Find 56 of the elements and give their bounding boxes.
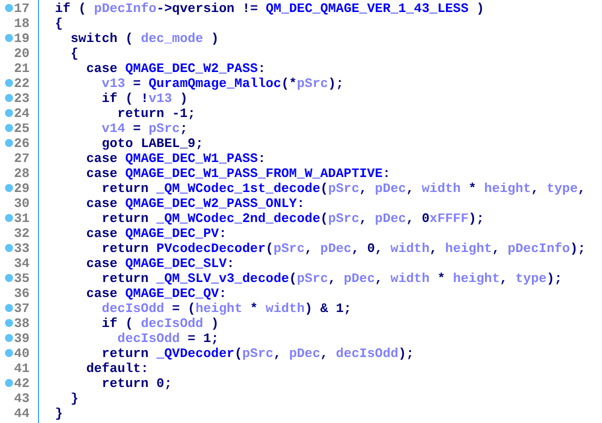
code-line: case QMAGE_DEC_W1_PASS_FROM_W_ADAPTIVE: bbox=[86, 166, 390, 181]
line-number: 40 bbox=[14, 346, 30, 361]
line-number: 42 bbox=[14, 376, 30, 391]
code-line: if ( pDecInfo->qversion != QM_DEC_QMAGE_VER_1_43_LESS ) bbox=[55, 1, 484, 16]
line-number: 19 bbox=[14, 31, 30, 46]
line-number: 31 bbox=[14, 211, 30, 226]
line-number: 30 bbox=[14, 196, 30, 211]
line-number: 25 bbox=[14, 121, 30, 136]
code-line: case QMAGE_DEC_QV: bbox=[86, 286, 227, 301]
code-line: decIsOdd = (height * width) & 1; bbox=[102, 301, 352, 316]
line-number: 20 bbox=[14, 46, 30, 61]
code-line: } bbox=[70, 391, 78, 406]
code-line: return _QM_WCodec_2nd_decode(pSrc, pDec, 0xFFFF); bbox=[102, 211, 484, 226]
line-number: 28 bbox=[14, 166, 30, 181]
line-number: 43 bbox=[14, 391, 30, 406]
line-number: 23 bbox=[14, 91, 30, 106]
line-number: 35 bbox=[14, 271, 30, 286]
line-number: 18 bbox=[14, 16, 30, 31]
line-number: 39 bbox=[14, 331, 30, 346]
code-line: v13 = QuramQmage_Malloc(*pSrc); bbox=[102, 76, 344, 91]
code-line: } bbox=[55, 406, 63, 421]
code-line: default: bbox=[86, 361, 149, 376]
code-line: case QMAGE_DEC_PV: bbox=[86, 226, 227, 241]
code-line: case QMAGE_DEC_W2_PASS_ONLY: bbox=[86, 196, 305, 211]
code-line: case QMAGE_DEC_W2_PASS: bbox=[86, 61, 266, 76]
line-number: 44 bbox=[14, 406, 30, 421]
line-number: 33 bbox=[14, 241, 30, 256]
code-line: return PVcodecDecoder(pSrc, pDec, 0, width, height, pDecInfo); bbox=[102, 241, 586, 256]
line-number: 27 bbox=[14, 151, 30, 166]
code-line: case QMAGE_DEC_W1_PASS: bbox=[86, 151, 266, 166]
line-number: 22 bbox=[14, 76, 30, 91]
line-number: 29 bbox=[14, 181, 30, 196]
line-number: 38 bbox=[14, 316, 30, 331]
code-line: if ( !v13 ) bbox=[102, 91, 188, 106]
line-number: 32 bbox=[14, 226, 30, 241]
line-number: 36 bbox=[14, 286, 30, 301]
code-line: goto LABEL_9; bbox=[102, 136, 204, 151]
code-line: return -1; bbox=[117, 106, 196, 121]
code-line: { bbox=[70, 46, 78, 61]
line-number: 17 bbox=[14, 1, 30, 16]
code-line: case QMAGE_DEC_SLV: bbox=[86, 256, 234, 271]
line-number: 34 bbox=[14, 256, 30, 271]
code-line: return _QVDecoder(pSrc, pDec, decIsOdd); bbox=[102, 346, 414, 361]
line-number: 24 bbox=[14, 106, 30, 121]
line-number: 37 bbox=[14, 301, 30, 316]
code-line: decIsOdd = 1; bbox=[117, 331, 219, 346]
code-line: return _QM_WCodec_1st_decode(pSrc, pDec, width * height, type, bbox=[102, 181, 586, 196]
code-line: return 0; bbox=[102, 376, 172, 391]
code-line: return _QM_SLV_v3_decode(pSrc, pDec, width * height, type); bbox=[102, 271, 562, 286]
code-line: if ( decIsOdd ) bbox=[102, 316, 219, 331]
line-number: 21 bbox=[14, 61, 30, 76]
code-line: v14 = pSrc; bbox=[102, 121, 188, 136]
line-number: 26 bbox=[14, 136, 30, 151]
code-line: switch ( dec_mode ) bbox=[70, 31, 219, 46]
line-number: 41 bbox=[14, 361, 30, 376]
code-line: { bbox=[55, 16, 63, 31]
